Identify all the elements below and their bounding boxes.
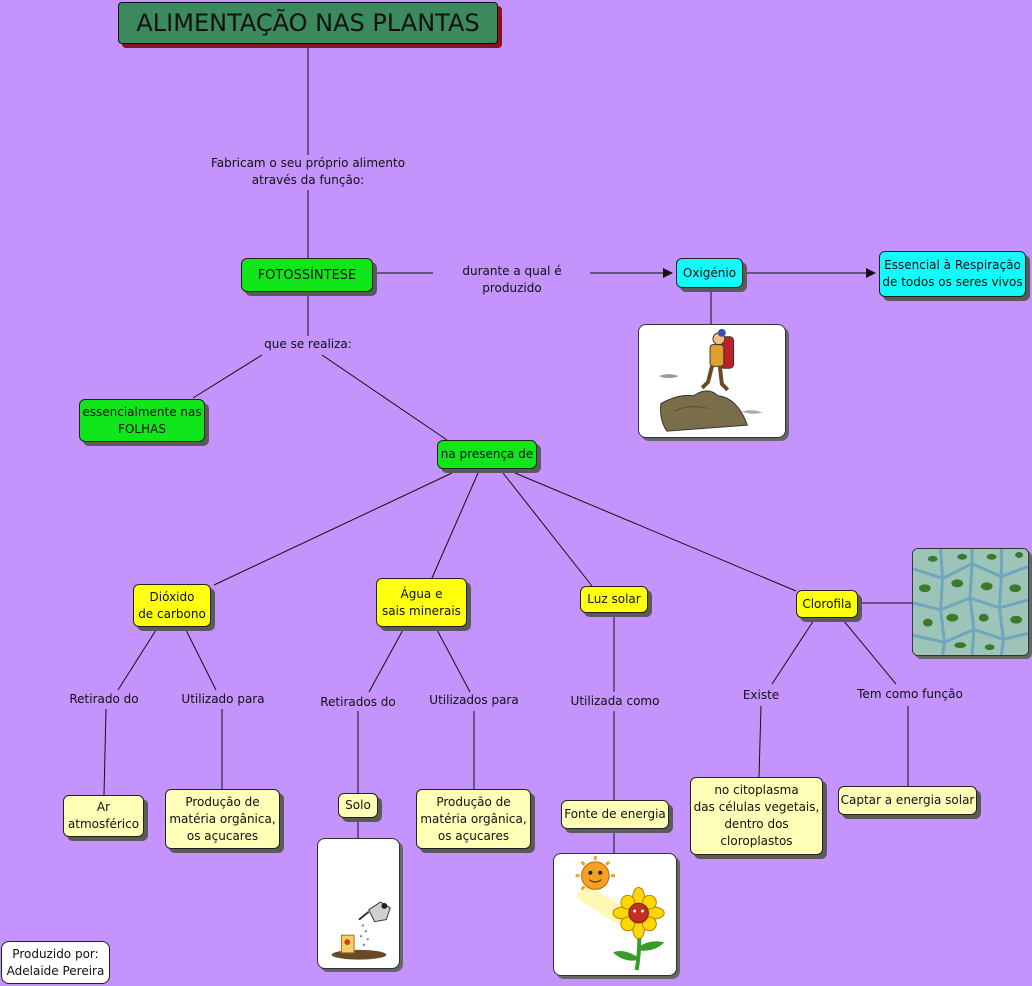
node-clorofila[interactable]: Clorofila <box>796 590 858 618</box>
node-folhas[interactable]: essencialmente nas FOLHAS <box>79 399 205 442</box>
node-ar[interactable]: Ar atmosférico <box>63 795 144 837</box>
node-fonte[interactable]: Fonte de energia <box>561 800 669 829</box>
node-captar[interactable]: Captar a energia solar <box>838 786 977 815</box>
label-retirados: Retirados do <box>320 695 396 709</box>
node-producao-2[interactable]: Produção de matéria orgânica, os açucare… <box>416 789 531 849</box>
label-fabricam: Fabricam o seu próprio alimento através … <box>210 156 406 187</box>
hiker-illustration <box>638 324 786 438</box>
page-title: ALIMENTAÇÃO NAS PLANTAS <box>118 2 498 44</box>
label-utilizados: Utilizados para <box>429 693 519 707</box>
label-existe: Existe <box>742 688 780 702</box>
label-utilizada: Utilizada como <box>570 694 660 708</box>
label-realiza: que se realiza: <box>264 337 352 351</box>
node-respiracao[interactable]: Essencial à Respiração de todos os seres… <box>879 251 1026 297</box>
author-credit: Produzido por: Adelaide Pereira <box>1 941 110 984</box>
node-dioxido[interactable]: Dióxido de carbono <box>133 584 211 627</box>
sunflower-illustration <box>553 853 677 976</box>
watering-can-illustration <box>317 838 400 969</box>
label-funcao: Tem como função <box>857 687 963 701</box>
node-oxigenio[interactable]: Oxigénio <box>676 258 743 288</box>
node-presenca[interactable]: na presença de <box>437 440 537 469</box>
node-producao-1[interactable]: Produção de matéria orgânica, os açucare… <box>165 789 280 849</box>
label-durante: durante a qual é produzido <box>462 264 562 295</box>
node-luz[interactable]: Luz solar <box>580 586 648 613</box>
label-utilizado: Utilizado para <box>181 692 265 706</box>
node-fotossintese[interactable]: FOTOSSÍNTESE <box>241 258 373 292</box>
label-retirado: Retirado do <box>69 692 139 706</box>
node-citoplasma[interactable]: no citoplasma das células vegetais, dent… <box>690 777 823 855</box>
chloroplast-photo <box>912 548 1029 656</box>
node-solo[interactable]: Solo <box>338 793 378 818</box>
node-agua[interactable]: Água e sais minerais <box>376 578 467 627</box>
